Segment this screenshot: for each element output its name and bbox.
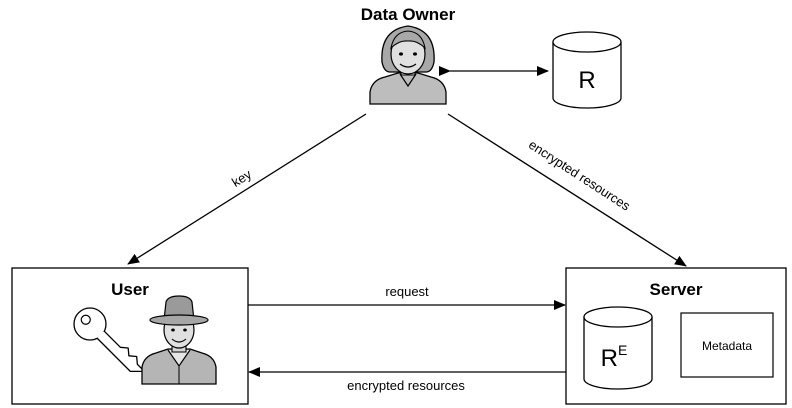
- encrypted-database-icon: [583, 306, 653, 390]
- person-female-icon: [369, 25, 447, 105]
- encrypted-store-label: RE: [601, 342, 628, 372]
- key-icon: [73, 307, 146, 373]
- resource-store-label: R: [578, 67, 595, 94]
- encrypted-store-superscript: E: [618, 342, 627, 358]
- user-title: User: [111, 280, 149, 299]
- edge-label-encrypted-resources-owner: encrypted resources: [526, 137, 633, 214]
- metadata-box: [680, 312, 774, 378]
- person-hat-icon: [141, 295, 217, 385]
- encrypted-store-letter: R: [601, 345, 618, 372]
- metadata-label: Metadata: [702, 339, 752, 353]
- server-title: Server: [650, 280, 703, 299]
- edge-label-encrypted-resources-server: encrypted resources: [347, 378, 465, 393]
- owner-to-user-arrow: [127, 113, 367, 265]
- owner-to-server-arrow: [447, 113, 687, 267]
- database-icon: [552, 31, 622, 109]
- data-owner-title: Data Owner: [361, 5, 456, 24]
- edge-label-request: request: [385, 284, 429, 299]
